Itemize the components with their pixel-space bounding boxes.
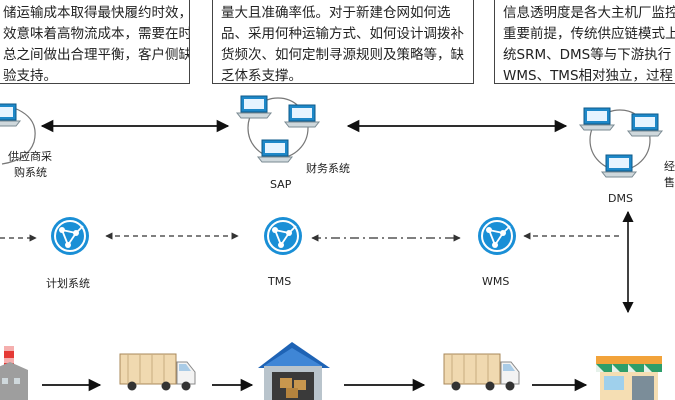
warehouse-icon — [258, 342, 330, 400]
network-node-icon — [263, 216, 303, 256]
network-node-icon — [50, 216, 90, 256]
text-line: 信息透明度是各大主机厂监控 — [503, 5, 675, 21]
sap-label: SAP — [270, 178, 292, 191]
text-line: WMS、TMS相对独立，过程 — [503, 68, 674, 84]
laptop-icon — [284, 104, 320, 128]
dealer-label-line2: 售 — [664, 176, 675, 189]
laptop-icon — [257, 139, 293, 163]
text-line: 总之间做出合理平衡，客户侧缺 — [3, 47, 190, 63]
delivery-truck-icon — [119, 353, 196, 391]
finance-system-label: 财务系统 — [306, 162, 350, 175]
sap-system-cluster — [236, 95, 320, 163]
supplier-system-cluster — [0, 103, 36, 165]
text-line: 储运输成本取得最快履约时效， — [3, 5, 190, 21]
text-line: 统SRM、DMS等与下游执行 — [503, 47, 672, 63]
laptop-icon — [601, 154, 637, 178]
laptop-icon — [236, 95, 272, 119]
supplier-system-label-line2: 购系统 — [14, 166, 47, 179]
text-box-left: 储运输成本取得最快履约时效， 效意味着高物流成本，需要在时 总之间做出合理平衡，… — [0, 0, 190, 84]
text-line: 重要前提，传统供应链模式上 — [503, 26, 675, 42]
tms-label: TMS — [268, 275, 292, 288]
text-line: 效意味着高物流成本，需要在时 — [3, 26, 190, 42]
text-line: 量大且准确率低。对于新建仓网如何选 — [221, 5, 451, 21]
dealer-label-line1: 经 — [664, 160, 675, 173]
dms-label: DMS — [608, 192, 633, 205]
text-line: 品、采用何种运输方式、如何设计调拨补 — [221, 26, 464, 42]
text-box-right: 信息透明度是各大主机厂监控 重要前提，传统供应链模式上 统SRM、DMS等与下游… — [494, 0, 675, 84]
network-node-icon — [477, 216, 517, 256]
laptop-icon — [579, 107, 615, 131]
laptop-icon — [0, 103, 21, 127]
text-box-middle: 量大且准确率低。对于新建仓网如何选 品、采用何种运输方式、如何设计调拨补 货频次… — [212, 0, 474, 84]
planning-system-label: 计划系统 — [46, 277, 90, 290]
text-line: 货频次、如何定制寻源规则及策略等，缺 — [221, 47, 464, 63]
laptop-icon — [627, 113, 663, 137]
supplier-system-label-line1: 供应商采 — [8, 150, 52, 163]
delivery-truck-icon — [443, 353, 520, 391]
factory-icon — [0, 346, 28, 400]
text-line: 验支持。 — [3, 68, 57, 84]
dms-system-cluster — [579, 107, 663, 178]
store-icon — [596, 356, 662, 400]
wms-label: WMS — [482, 275, 510, 288]
text-line: 乏体系支撑。 — [221, 68, 302, 84]
